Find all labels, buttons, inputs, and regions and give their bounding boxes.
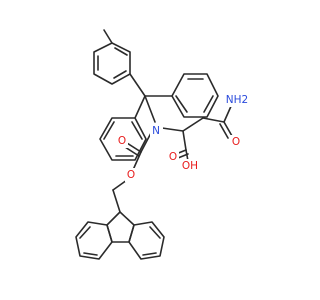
amide-nh2-label: NH2 xyxy=(226,94,248,106)
nitrogen-label: N xyxy=(152,125,160,137)
atom-labels: N O O NH2 O O OH xyxy=(116,93,249,182)
ester-oxygen-label: O xyxy=(127,169,135,181)
phenyl-ring-right xyxy=(171,73,219,118)
acid-hydroxyl-label: OH xyxy=(182,160,198,172)
carbamate-carbonyl-oxygen-label: O xyxy=(118,135,126,147)
methyl-bond xyxy=(103,29,113,44)
backbone-bonds xyxy=(112,103,233,213)
fluorene xyxy=(75,211,165,260)
amide-oxygen-label: O xyxy=(232,136,240,148)
acid-carbonyl-oxygen-label: O xyxy=(169,151,177,163)
molecule-canvas: N O O NH2 O O OH xyxy=(75,29,249,260)
phenyl-ring-left xyxy=(99,117,147,161)
tolyl-ring xyxy=(93,29,131,85)
trityl-center xyxy=(129,73,173,123)
molecule-structure: N O O NH2 O O OH xyxy=(75,29,249,260)
